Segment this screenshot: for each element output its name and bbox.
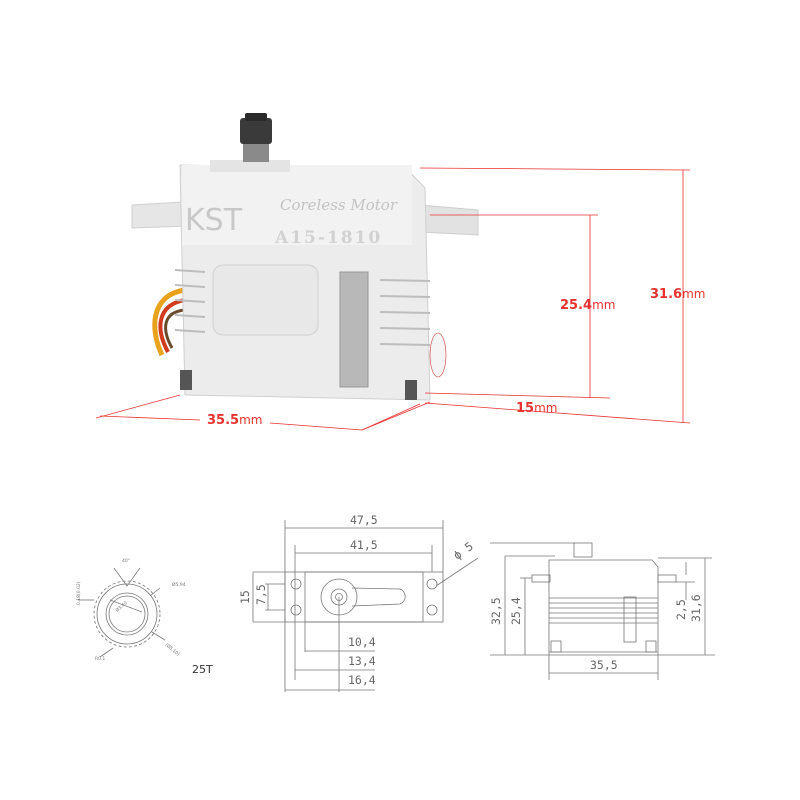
gear-radius: R0.1: [95, 656, 105, 662]
dim-half-width: 7,5: [254, 584, 268, 605]
dim-height-32-5: 32,5: [489, 597, 503, 625]
dim-hole-spacing: 41,5: [350, 538, 378, 552]
dim-width: 15mm: [516, 401, 557, 416]
gear-root-diameter: (Ø5.10): [164, 641, 182, 657]
dim-length-35-5: 35,5: [590, 658, 618, 672]
dim-offset-16-4: 16,4: [348, 673, 376, 687]
gear-drawing: 40° Ø5.94 (Ø5.10) Ø3.40 R0.1 0.18(0.02) …: [76, 558, 213, 676]
gear-tolerance: 0.18(0.02): [76, 581, 82, 605]
dim-length: 35.5mm: [207, 413, 262, 428]
brand-logo: KST: [185, 203, 243, 238]
gear-outer-diameter: Ø5.94: [172, 581, 186, 588]
gear-teeth-count: 25T: [192, 663, 213, 676]
dim-height-31-6: 31,6: [689, 594, 703, 622]
dim-case-height: 25.4mm: [560, 298, 615, 313]
side-view-drawing: 32,5 25,4 2,5 31,6 35,5: [489, 542, 715, 680]
photo-dimension-lines: [95, 167, 691, 431]
dim-offset-10-4: 10,4: [348, 635, 376, 649]
servo-photo: KST Coreless Motor A15-1810: [131, 113, 479, 401]
model-label: A15-1810: [274, 228, 382, 248]
dim-width-15: 15: [238, 590, 252, 604]
gear-angle: 40°: [122, 558, 130, 564]
dim-hole-diameter: ϕ 5: [451, 539, 476, 562]
dim-total-height: 31.6mm: [650, 287, 705, 302]
dim-offset-13-4: 13,4: [348, 654, 376, 668]
top-view-drawing: 47,5 41,5 15 7,5 ϕ 5 10,4 13,4 16,4: [238, 513, 479, 692]
dim-overall-length: 47,5: [350, 513, 378, 527]
dim-case-height-25-4: 25,4: [509, 597, 523, 625]
gear-inner-diameter: Ø3.40: [114, 599, 129, 613]
dim-ear-thickness: 2,5: [674, 599, 688, 620]
motor-label: Coreless Motor: [280, 196, 398, 214]
